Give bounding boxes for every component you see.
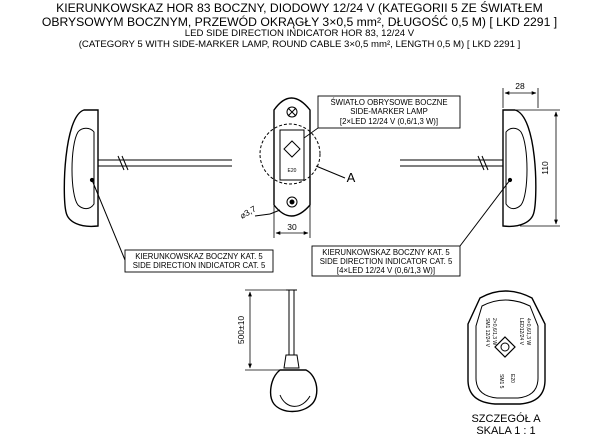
svg-text:SM1 5: SM1 5 (498, 374, 504, 389)
right-callout-spec: [4×LED 12/24 V (0,6/1,3 W)] (337, 266, 435, 275)
marker-callout-polish: ŚWIATŁO OBRYSOWE BOCZNE (330, 98, 447, 107)
right-lamp-side-view (400, 109, 537, 247)
bottom-lamp-cable-view (269, 289, 318, 413)
hole-diameter-label: ⌀3,7 (238, 203, 258, 220)
svg-text:LED12/24 V: LED12/24 V (518, 318, 524, 346)
cable-strain-relief (283, 354, 300, 369)
left-lamp-housing (63, 109, 99, 228)
left-cable-break-mark (117, 155, 125, 171)
right-lamp-lens (505, 127, 528, 210)
title-polish-line-2: OBRYSOWYM BOCZNYM, PRZEWÓD OKRĄGŁY 3×0,5… (41, 14, 558, 29)
bottom-lamp-body (269, 369, 318, 413)
left-callout-english: SIDE DIRECTION INDICATOR CAT. 5 (133, 261, 266, 270)
drawing-title-block: KIERUNKOWSKAZ HOR 83 BOCZNY, DIODOWY 12/… (0, 1, 599, 50)
marker-callout-english: SIDE-MARKER LAMP (350, 107, 428, 116)
height-dimension-label: 110 (540, 161, 550, 175)
svg-text:4×0,6/1,3 W: 4×0,6/1,3 W (525, 318, 531, 345)
width-dimension-label: 30 (287, 222, 297, 232)
detail-ece-mark (494, 336, 516, 358)
detail-a-body (467, 290, 546, 405)
width-dimension (273, 206, 311, 238)
detail-a-view: SM1 12/24 V 2×0,6/1,3 W LED12/24 V 4×0,6… (467, 290, 546, 405)
right-callout-leader (459, 179, 511, 247)
svg-text:SM1 12/24 V: SM1 12/24 V (484, 318, 490, 348)
left-lamp-side-view (63, 109, 232, 261)
marker-callout-spec: [2×LED 12/24 V (0,6/1,3 W)] (340, 117, 438, 126)
height-dimension (516, 109, 560, 227)
center-lamp-front-view: E20 (254, 97, 346, 217)
svg-text:E20: E20 (509, 374, 515, 383)
detail-a-marker: A (347, 170, 356, 185)
left-callout-polish: KIERUNKOWSKAZ BOCZNY KAT. 5 (135, 252, 263, 261)
right-lamp-housing (502, 109, 537, 228)
title-english-line-1: LED SIDE DIRECTION INDICATOR HOR 83, 12/… (184, 28, 415, 39)
cable-length-label: 500±10 (236, 316, 246, 345)
left-lamp-lens (71, 127, 95, 210)
depth-dimension (502, 88, 539, 108)
right-callout-polish: KIERUNKOWSKAZ BOCZNY KAT. 5 (322, 248, 450, 257)
center-lamp-body (273, 97, 311, 217)
detail-a-title: SZCZEGÓŁ A (471, 412, 541, 425)
title-polish-line-1: KIERUNKOWSKAZ HOR 83 BOCZNY, DIODOWY 12/… (56, 1, 543, 15)
ece-approval-mark (283, 140, 301, 158)
bottom-screw-hole (286, 196, 298, 208)
detail-a-scale: SKALA 1 : 1 (476, 425, 535, 436)
svg-text:2×0,6/1,3 W: 2×0,6/1,3 W (491, 318, 497, 345)
marker-lamp-callout: ŚWIATŁO OBRYSOWE BOCZNE SIDE-MARKER LAMP… (303, 95, 461, 139)
left-callout-leader (91, 179, 126, 261)
detail-a-circle (259, 123, 321, 185)
left-indicator-callout: KIERUNKOWSKAZ BOCZNY KAT. 5 SIDE DIRECTI… (124, 249, 274, 273)
svg-text:E20: E20 (288, 168, 297, 174)
right-callout-english: SIDE DIRECTION INDICATOR CAT. 5 (320, 257, 453, 266)
top-screw (286, 106, 298, 118)
cable-length-dimension (245, 289, 286, 371)
depth-dimension-label: 28 (515, 81, 525, 91)
right-cable-break-mark (477, 155, 485, 171)
title-english-line-2: (CATEGORY 5 WITH SIDE-MARKER LAMP, ROUND… (78, 38, 521, 50)
right-indicator-callout: KIERUNKOWSKAZ BOCZNY KAT. 5 SIDE DIRECTI… (311, 245, 461, 277)
